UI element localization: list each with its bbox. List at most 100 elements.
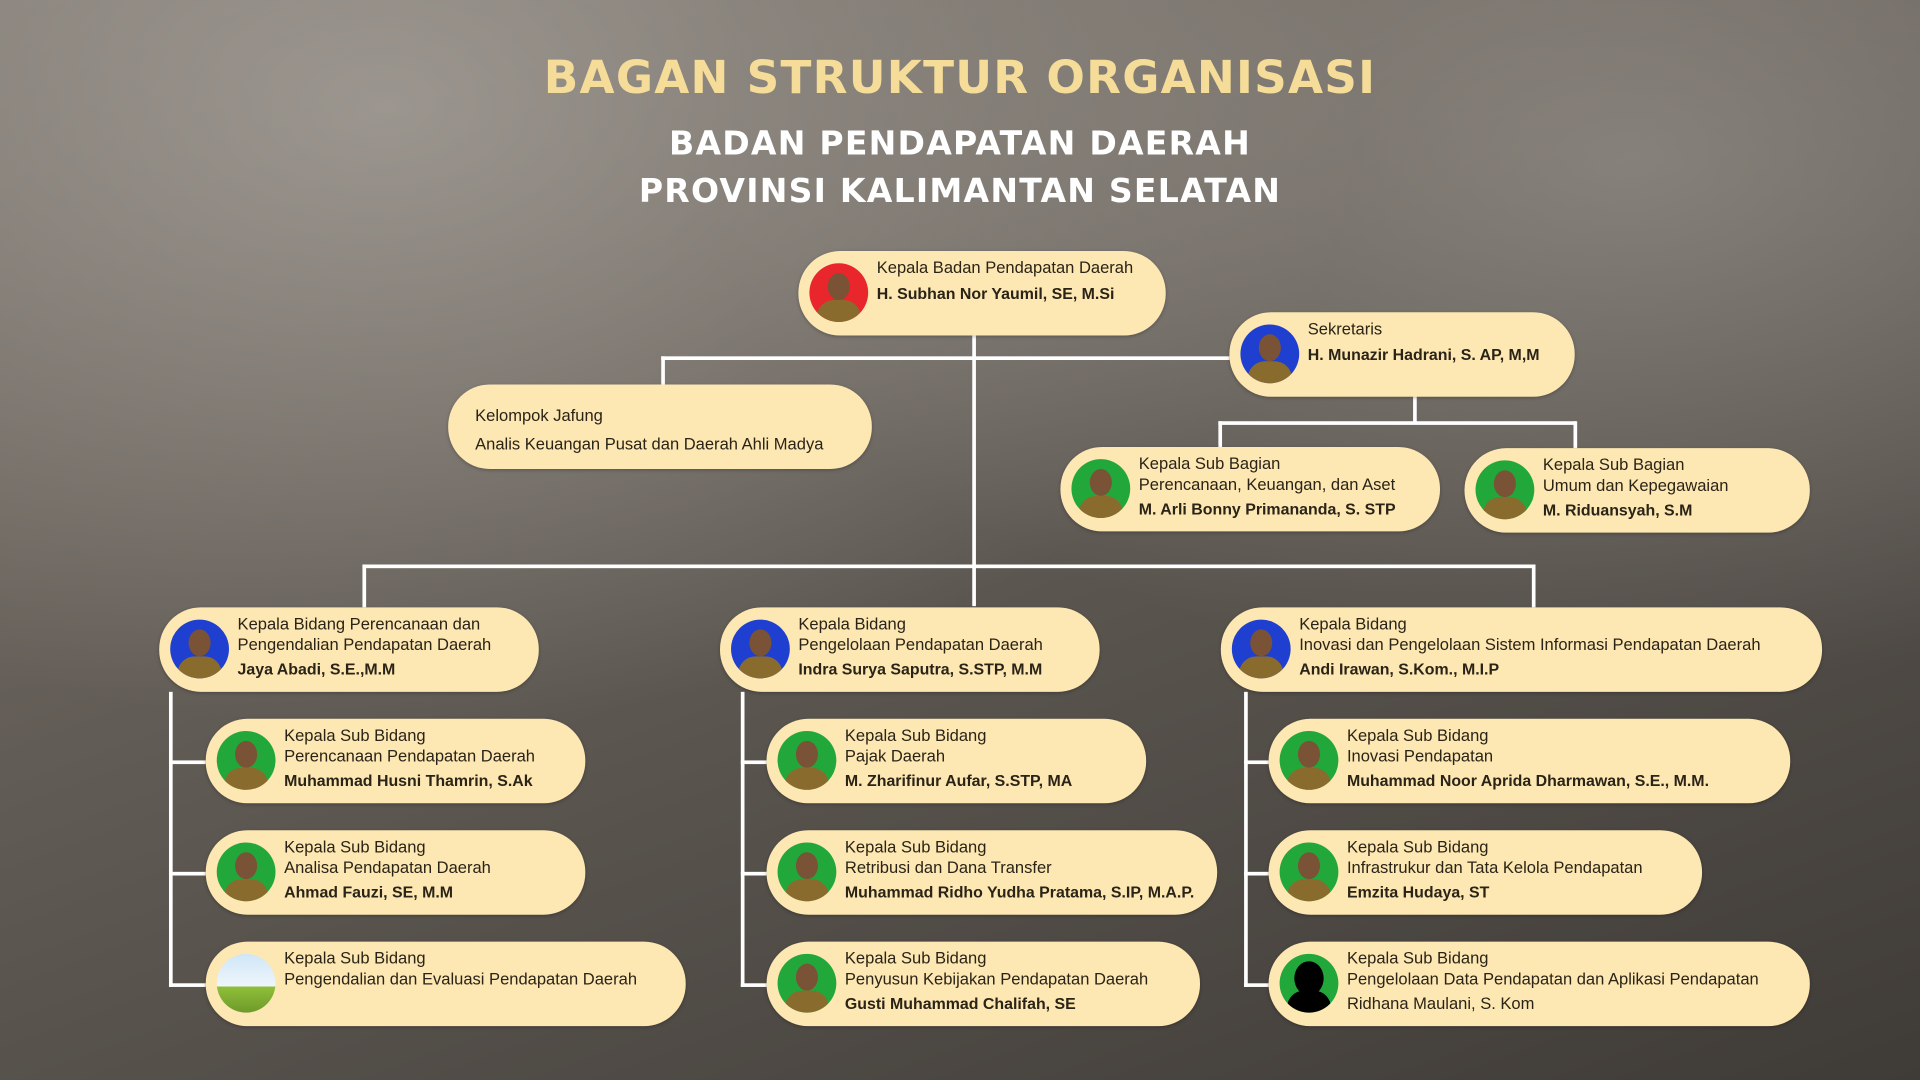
node-position-text: Kepala Sub Bidang: [1346, 726, 1489, 745]
avatar-photo-icon: [1071, 459, 1131, 518]
node-position-text: Pengelolaan Pendapatan Daerah: [798, 634, 1043, 654]
node-position-text: Infrastrukur dan Tata Kelola Pendapatan: [1346, 857, 1643, 877]
avatar-photo-icon: [216, 731, 276, 790]
avatar-photo-icon: [1279, 842, 1339, 902]
chart-subtitle-province: PROVINSI KALIMANTAN SELATAN: [638, 172, 1282, 211]
connector-line: [740, 691, 745, 987]
avatar-photo-icon: [1240, 324, 1300, 384]
node-person-name: M. Arli Bonny Primananda, S. STP: [1138, 499, 1396, 518]
avatar-photo-icon: [1231, 619, 1291, 679]
node-person-name: Jaya Abadi, S.E.,M.M: [237, 660, 396, 679]
node-position-text: Analisa Pendapatan Daerah: [284, 857, 491, 877]
node-position-text: Kepala Sub Bidang: [1346, 948, 1489, 968]
avatar-photo-icon: [777, 953, 837, 1013]
node-person-name: Emzita Hudaya, ST: [1346, 882, 1490, 902]
node-position-text: Kepala Sub Bidang: [844, 948, 987, 968]
node-position-text: Kepala Sub Bagian: [1542, 455, 1685, 474]
avatar-photo-icon: [170, 619, 229, 679]
connector-line: [168, 871, 206, 876]
node-position-text: Kepala Bidang: [1299, 614, 1407, 634]
connector-line: [1531, 564, 1536, 608]
connector-line: [661, 356, 1230, 361]
connector-line: [362, 564, 1535, 569]
node-person-name: Indra Surya Saputra, S.STP, M.M: [798, 660, 1043, 679]
connector-line: [1218, 421, 1576, 425]
node-person-name: Andi Irawan, S.Kom., M.I.P: [1299, 660, 1500, 679]
connector-line: [1244, 691, 1248, 987]
node-person-name: Gusti Muhammad Chalifah, SE: [844, 994, 1076, 1013]
node-position-text: Pengendalian dan Evaluasi Pendapatan Dae…: [284, 969, 638, 988]
node-position-text: Inovasi Pendapatan: [1346, 746, 1494, 765]
node-position-text: Analis Keuangan Pusat dan Daerah Ahli Ma…: [475, 434, 824, 454]
node-person-name: H. Munazir Hadrani, S. AP, M,M: [1307, 344, 1540, 364]
connector-line: [661, 356, 665, 386]
node-position-text: Umum dan Kepegawaian: [1542, 475, 1729, 495]
connector-line: [740, 871, 767, 876]
avatar-photo-icon: [1279, 731, 1339, 790]
connector-line: [1413, 395, 1417, 423]
node-position-text: Kepala Sub Bidang: [844, 837, 987, 856]
node-person-name: M. Zharifinur Aufar, S.STP, MA: [844, 771, 1073, 790]
node-position-text: Kepala Sub Bagian: [1138, 454, 1281, 473]
node-person-name: Ahmad Fauzi, SE, M.M: [284, 882, 454, 902]
connector-line: [168, 691, 173, 987]
avatar-photo-icon: [1279, 953, 1339, 1013]
node-position-text: Kepala Sub Bidang: [844, 726, 987, 745]
node-position-text: Sekretaris: [1307, 319, 1383, 338]
node-position-text: Kepala Sub Bidang: [284, 948, 426, 968]
org-node-sekretaris: Sekretaris H. Munazir Hadrani, S. AP, M,M: [1229, 312, 1575, 397]
connector-line: [740, 760, 767, 765]
node-person-name: Muhammad Ridho Yudha Pratama, S.IP, M.A.…: [844, 882, 1195, 902]
connector-line: [168, 760, 206, 765]
node-position-text: Inovasi dan Pengelolaan Sistem Informasi…: [1299, 634, 1761, 654]
node-position-text: Ridhana Maulani, S. Kom: [1346, 994, 1535, 1013]
node-position-text: Pengelolaan Data Pendapatan dan Aplikasi…: [1346, 969, 1759, 988]
node-position-text: Kepala Sub Bidang: [284, 837, 426, 856]
node-position-text: Kepala Sub Bidang: [284, 726, 426, 745]
node-position-text: Perencanaan, Keuangan, dan Aset: [1138, 474, 1396, 493]
chart-subtitle-agency: BADAN PENDAPATAN DAERAH: [669, 124, 1251, 163]
avatar-photo-icon: [731, 619, 790, 679]
connector-line: [1218, 421, 1223, 449]
node-position-text: Kepala Sub Bidang: [1346, 837, 1489, 856]
node-position-text: Kepala Bidang: [798, 614, 906, 634]
avatar-photo-icon: [809, 263, 869, 323]
connector-line: [740, 983, 767, 987]
connector-line: [362, 564, 367, 608]
node-position-text: Kepala Bidang Perencanaan dan: [237, 614, 481, 634]
avatar-photo-icon: [216, 953, 276, 1013]
connector-line: [168, 983, 206, 987]
node-position-text: Pengendalian Pendapatan Daerah: [237, 634, 492, 654]
node-position-text: Perencanaan Pendapatan Daerah: [284, 746, 536, 765]
avatar-photo-icon: [777, 842, 837, 902]
node-person-name: H. Subhan Nor Yaumil, SE, M.Si: [876, 283, 1115, 302]
node-person-name: Muhammad Noor Aprida Dharmawan, S.E., M.…: [1346, 771, 1710, 790]
node-position-text: Pajak Daerah: [844, 746, 946, 765]
node-position-text: Penyusun Kebijakan Pendapatan Daerah: [844, 969, 1149, 988]
node-position-text: Retribusi dan Dana Transfer: [844, 857, 1052, 877]
connector-line: [972, 334, 976, 607]
node-person-name: Muhammad Husni Thamrin, S.Ak: [284, 771, 533, 790]
avatar-photo-icon: [1475, 460, 1535, 520]
node-position-text: Kelompok Jafung: [475, 406, 603, 425]
connector-line: [1244, 871, 1269, 876]
node-person-name: M. Riduansyah, S.M: [1542, 500, 1693, 520]
connector-line: [1573, 421, 1578, 449]
chart-title: BAGAN STRUKTUR ORGANISASI: [543, 51, 1377, 105]
connector-line: [1244, 983, 1269, 987]
